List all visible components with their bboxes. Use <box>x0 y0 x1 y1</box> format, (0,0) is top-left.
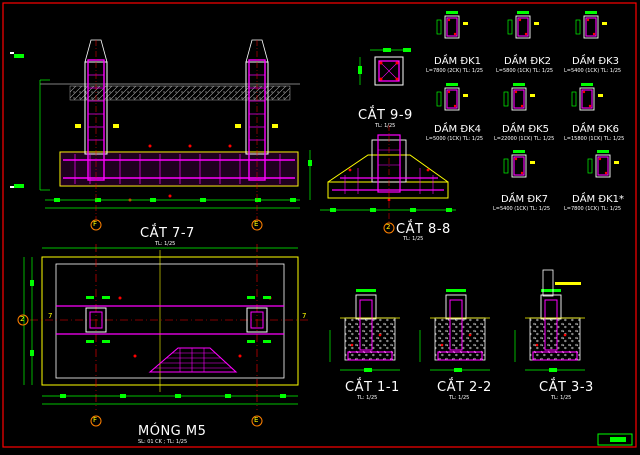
beam-title-2: DẦM ĐK2 <box>504 56 552 67</box>
section-3-3-scale: TL: 1/25 <box>551 395 572 401</box>
beam-title-3: DẦM ĐK3 <box>572 56 620 67</box>
beam-section-4 <box>436 83 468 111</box>
section-8-8-scale: TL: 1/25 <box>403 236 424 242</box>
beam-section-1 <box>436 11 468 39</box>
section-9-9-scale: TL: 1/25 <box>375 123 396 129</box>
beam-section-6 <box>571 83 603 111</box>
grid-tag-two-plan: 2 <box>20 315 25 323</box>
section-1-1-title: CẮT 1-1 <box>345 380 400 395</box>
grid-tag-f-bottom: F <box>93 416 98 424</box>
grid-tag-seven-left: 7 <box>48 312 53 320</box>
section-8-8-drawing <box>308 125 456 228</box>
section-2-2-scale: TL: 1/25 <box>449 395 470 401</box>
beam-section-8 <box>587 150 619 178</box>
grid-tag-e-bottom: E <box>254 416 259 424</box>
beam-note-4: L=5000 (1CK) TL: 1/25 <box>426 136 484 142</box>
beam-note-7: L=5400 (1CK) TL: 1/25 <box>493 206 551 212</box>
beam-title-5: DẦM ĐK5 <box>502 124 550 135</box>
mong-m5-plan <box>23 244 310 410</box>
sections-123 <box>329 269 585 372</box>
mong-m5-scale: SL: 01 CK ; TL: 1/25 <box>138 439 188 445</box>
section-8-8-title: CẮT 8-8 <box>396 222 451 237</box>
beam-note-6: L=15800 (1CK) TL: 1/25 <box>564 136 625 142</box>
beam-title-1: DẦM ĐK1 <box>434 56 482 67</box>
beam-note-8: L=7800 (1CK) TL: 1/25 <box>564 206 622 212</box>
section-9-9-drawing <box>358 48 411 86</box>
section-3-3-title: CẮT 3-3 <box>539 380 594 395</box>
beam-title-4: DẦM ĐK4 <box>434 124 482 135</box>
grid-tag-seven-right: 7 <box>302 312 307 320</box>
mong-m5-title: MÓNG M5 <box>138 424 207 439</box>
beam-note-2: L=5800 (1CK) TL: 1/25 <box>496 68 554 74</box>
section-7-7-drawing <box>10 39 300 220</box>
grid-markers <box>17 219 395 427</box>
beam-title-7: DẦM ĐK7 <box>501 194 549 205</box>
grid-tag-e-top: E <box>254 220 259 228</box>
title-block-mark <box>597 433 633 446</box>
section-9-9-title: CẮT 9-9 <box>358 108 413 123</box>
section-1-1-scale: TL: 1/25 <box>357 395 378 401</box>
beam-section-7 <box>503 150 535 178</box>
beam-sections <box>436 11 619 178</box>
beam-note-1: L=7800 (2CK) TL: 1/25 <box>426 68 484 74</box>
beam-section-5 <box>503 83 535 111</box>
beam-note-5: L=22000 (1CK) TL: 1/25 <box>494 136 555 142</box>
beam-section-2 <box>507 11 539 39</box>
beam-section-3 <box>575 11 607 39</box>
grid-tag-f-top: F <box>93 220 98 228</box>
section-7-7-scale: TL: 1/25 <box>155 241 176 247</box>
beam-title-6: DẦM ĐK6 <box>572 124 620 135</box>
section-2-2-title: CẮT 2-2 <box>437 380 492 395</box>
grid-tag-two-88: 2 <box>386 223 391 231</box>
section-7-7-title: CẮT 7-7 <box>140 226 195 241</box>
beam-note-3: L=5400 (1CK) TL: 1/25 <box>564 68 622 74</box>
drawing-border <box>2 2 637 448</box>
beam-title-8: DẦM ĐK1* <box>572 194 625 205</box>
